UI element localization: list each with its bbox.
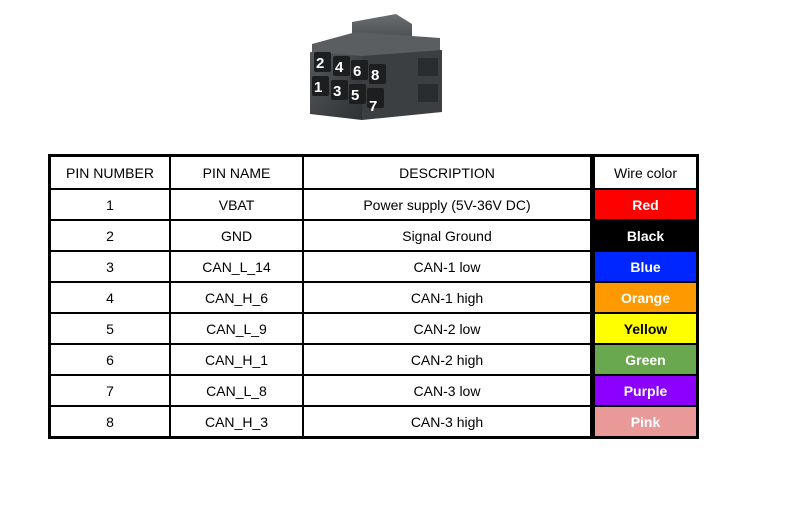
cell-pin-name: CAN_L_9 xyxy=(170,313,303,344)
column-gap xyxy=(591,375,594,406)
cell-pin-name: CAN_L_8 xyxy=(170,375,303,406)
cell-description: CAN-3 low xyxy=(303,375,591,406)
cell-pin-name: CAN_H_6 xyxy=(170,282,303,313)
cell-wire-color: Red xyxy=(594,189,697,220)
cell-pin-name: CAN_H_1 xyxy=(170,344,303,375)
pin-holes xyxy=(312,52,386,108)
cell-pin-number: 8 xyxy=(50,406,170,437)
cell-pin-number: 4 xyxy=(50,282,170,313)
pin-label: 7 xyxy=(369,98,377,115)
cell-wire-color: Black xyxy=(594,220,697,251)
cell-pin-number: 2 xyxy=(50,220,170,251)
cell-wire-color: Purple xyxy=(594,375,697,406)
cell-pin-number: 5 xyxy=(50,313,170,344)
cell-pin-name: CAN_L_14 xyxy=(170,251,303,282)
cell-description: CAN-3 high xyxy=(303,406,591,437)
pin-label: 1 xyxy=(314,79,322,96)
cell-wire-color: Green xyxy=(594,344,697,375)
cell-pin-number: 6 xyxy=(50,344,170,375)
connector-top xyxy=(312,32,440,58)
connector-rib xyxy=(418,58,438,76)
cell-pin-name: GND xyxy=(170,220,303,251)
column-gap xyxy=(591,156,594,189)
pin-label: 4 xyxy=(335,59,344,76)
cell-wire-color: Yellow xyxy=(594,313,697,344)
header-pin-name: PIN NAME xyxy=(170,156,303,189)
cell-wire-color: Blue xyxy=(594,251,697,282)
cell-description: CAN-1 high xyxy=(303,282,591,313)
pin-label: 8 xyxy=(371,67,379,84)
header-pin-number: PIN NUMBER xyxy=(50,156,170,189)
cell-description: CAN-2 low xyxy=(303,313,591,344)
column-gap xyxy=(591,344,594,375)
header-description: DESCRIPTION xyxy=(303,156,591,189)
pin-label: 6 xyxy=(353,63,361,80)
cell-pin-number: 3 xyxy=(50,251,170,282)
column-gap xyxy=(591,251,594,282)
connector-rib xyxy=(418,84,438,102)
cell-pin-name: VBAT xyxy=(170,189,303,220)
cell-wire-color: Pink xyxy=(594,406,697,437)
cell-description: Power supply (5V-36V DC) xyxy=(303,189,591,220)
column-gap xyxy=(591,220,594,251)
cell-pin-number: 1 xyxy=(50,189,170,220)
connector-image: 2 4 6 8 1 3 5 7 xyxy=(310,14,442,120)
cell-description: Signal Ground xyxy=(303,220,591,251)
pin-label: 2 xyxy=(316,55,324,72)
cell-description: CAN-2 high xyxy=(303,344,591,375)
pinout-table: PIN NUMBER PIN NAME DESCRIPTION Wire col… xyxy=(48,154,699,439)
pin-label: 3 xyxy=(333,83,341,100)
cell-wire-color: Orange xyxy=(594,282,697,313)
column-gap xyxy=(591,282,594,313)
cell-description: CAN-1 low xyxy=(303,251,591,282)
header-wire-color: Wire color xyxy=(594,156,697,189)
column-gap xyxy=(591,406,594,437)
cell-pin-name: CAN_H_3 xyxy=(170,406,303,437)
column-gap xyxy=(591,189,594,220)
pin-label: 5 xyxy=(351,87,359,104)
cell-pin-number: 7 xyxy=(50,375,170,406)
table-header-row: PIN NUMBER PIN NAME DESCRIPTION Wire col… xyxy=(50,156,697,189)
column-gap xyxy=(591,313,594,344)
